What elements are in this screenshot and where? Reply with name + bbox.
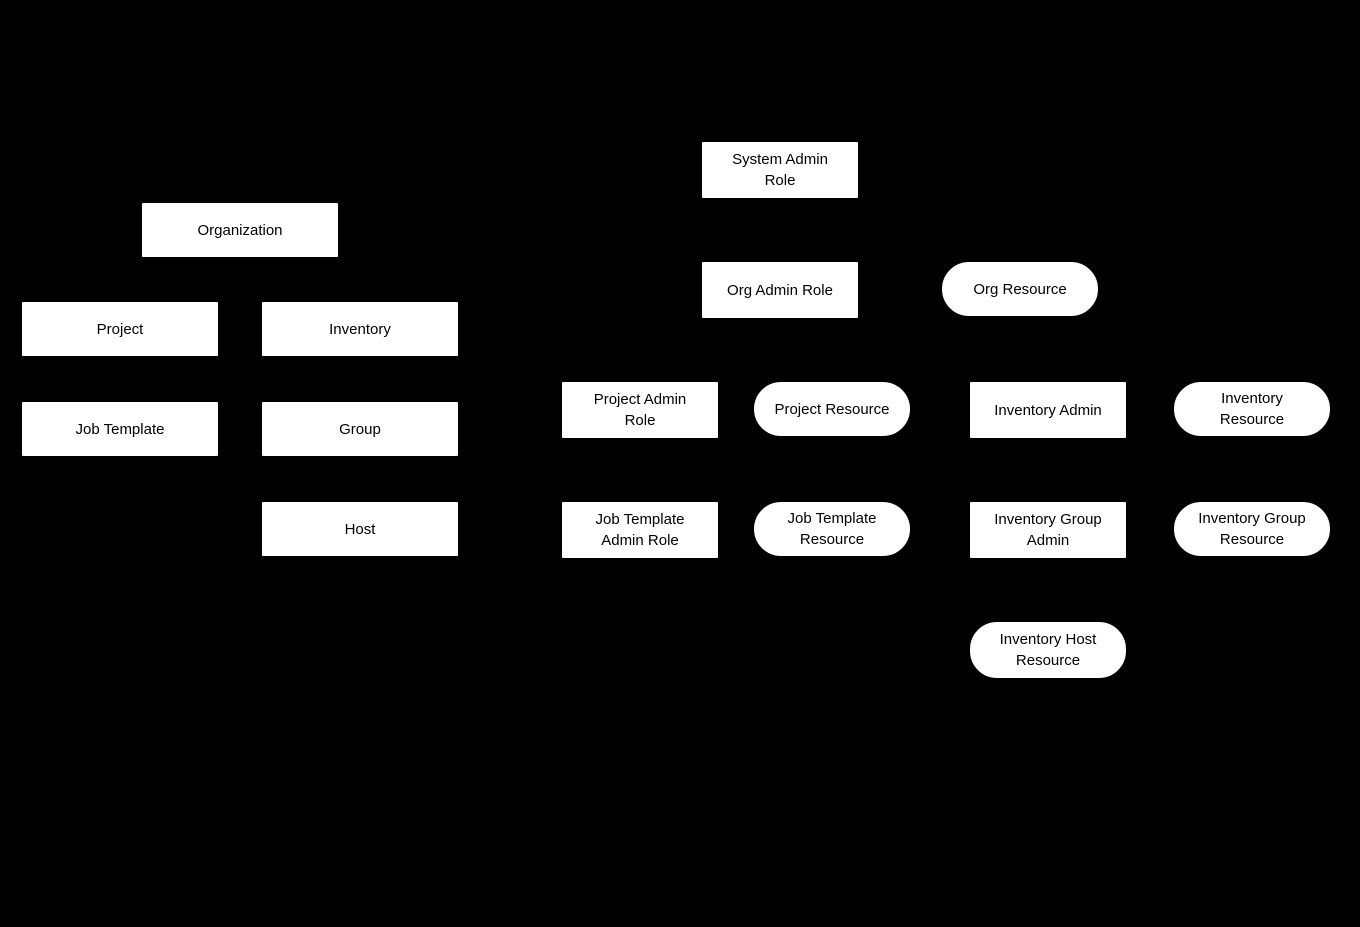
node-org-resource: Org Resource <box>941 261 1099 317</box>
node-label: Org Resource <box>973 280 1067 298</box>
node-label: Inventory <box>329 320 391 338</box>
node-label: System Admin Role <box>732 151 828 189</box>
node-project-admin-role: Project Admin Role <box>561 381 719 439</box>
node-label: Host <box>344 520 376 538</box>
node-label: Inventory Resource <box>1219 390 1285 428</box>
node-label: Inventory Host Resource <box>999 631 1097 669</box>
node-group: Group <box>261 401 459 457</box>
node-inventory-admin: Inventory Admin <box>969 381 1127 439</box>
node-label: Job Template Resource <box>787 510 877 548</box>
node-label: Inventory Group Admin <box>994 511 1102 549</box>
node-label: Job Template Admin Role <box>595 511 685 549</box>
node-system-admin-role: System Admin Role <box>701 141 859 199</box>
node-label: Project Admin Role <box>593 391 687 429</box>
node-label: Inventory Admin <box>994 401 1102 419</box>
node-label: Inventory Group Resource <box>1198 510 1306 548</box>
node-label: Project Resource <box>774 400 890 418</box>
node-inventory-host-resource: Inventory Host Resource <box>969 621 1127 679</box>
node-project-resource: Project Resource <box>753 381 911 437</box>
node-inventory-group-resource: Inventory Group Resource <box>1173 501 1331 557</box>
node-label: Job Template <box>75 420 165 438</box>
node-job-template-resource: Job Template Resource <box>753 501 911 557</box>
node-label: Org Admin Role <box>727 281 833 299</box>
node-host: Host <box>261 501 459 557</box>
node-project: Project <box>21 301 219 357</box>
node-label: Project <box>96 320 144 338</box>
node-inventory-resource: Inventory Resource <box>1173 381 1331 437</box>
node-organization: Organization <box>141 202 339 258</box>
node-job-template-admin-role: Job Template Admin Role <box>561 501 719 559</box>
node-inventory: Inventory <box>261 301 459 357</box>
node-job-template: Job Template <box>21 401 219 457</box>
node-label: Organization <box>197 221 283 239</box>
node-label: Group <box>339 420 381 438</box>
node-org-admin-role: Org Admin Role <box>701 261 859 319</box>
node-inventory-group-admin: Inventory Group Admin <box>969 501 1127 559</box>
